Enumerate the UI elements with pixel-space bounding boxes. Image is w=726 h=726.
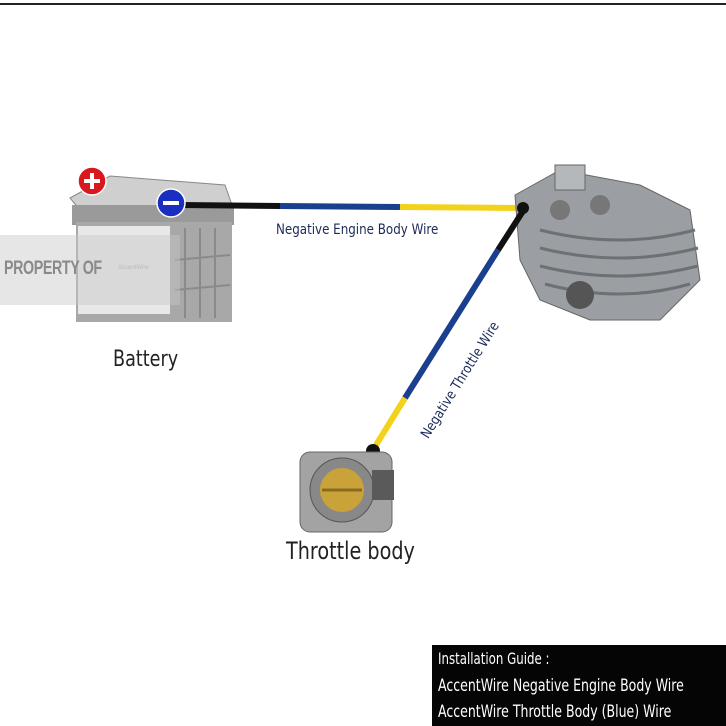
throttle-body-image xyxy=(299,451,394,533)
battery-label: Battery xyxy=(113,347,179,372)
engine-cylinder-head-image xyxy=(514,164,701,321)
negative-terminal-icon xyxy=(156,188,186,218)
watermark-brand: AccentWire xyxy=(118,265,149,271)
battery-image xyxy=(69,175,234,322)
wire-black-segment xyxy=(179,202,281,209)
watermark-band xyxy=(0,235,180,305)
wire-yellow-segment xyxy=(399,204,523,211)
engine-body-wire-label: Negative Engine Body Wire xyxy=(276,222,439,238)
engine-connector-dot xyxy=(517,202,529,214)
throttle-wire-blue-segment xyxy=(402,248,501,400)
positive-terminal-icon xyxy=(77,166,107,196)
top-border xyxy=(0,3,726,5)
watermark-text: PROPERTY OF xyxy=(4,258,102,279)
throttle-wire-yellow-segment xyxy=(373,396,408,447)
installation-guide-box: Installation Guide : AccentWire Negative… xyxy=(432,645,726,726)
wire-blue-segment xyxy=(279,203,401,210)
throttle-body-label: Throttle body xyxy=(286,537,415,565)
throttle-wire-black-segment xyxy=(495,206,528,252)
guide-line: AccentWire Throttle Body (Blue) Wire xyxy=(438,702,672,722)
guide-line: AccentWire Negative Engine Body Wire xyxy=(438,676,684,696)
guide-title: Installation Guide : xyxy=(438,649,550,668)
